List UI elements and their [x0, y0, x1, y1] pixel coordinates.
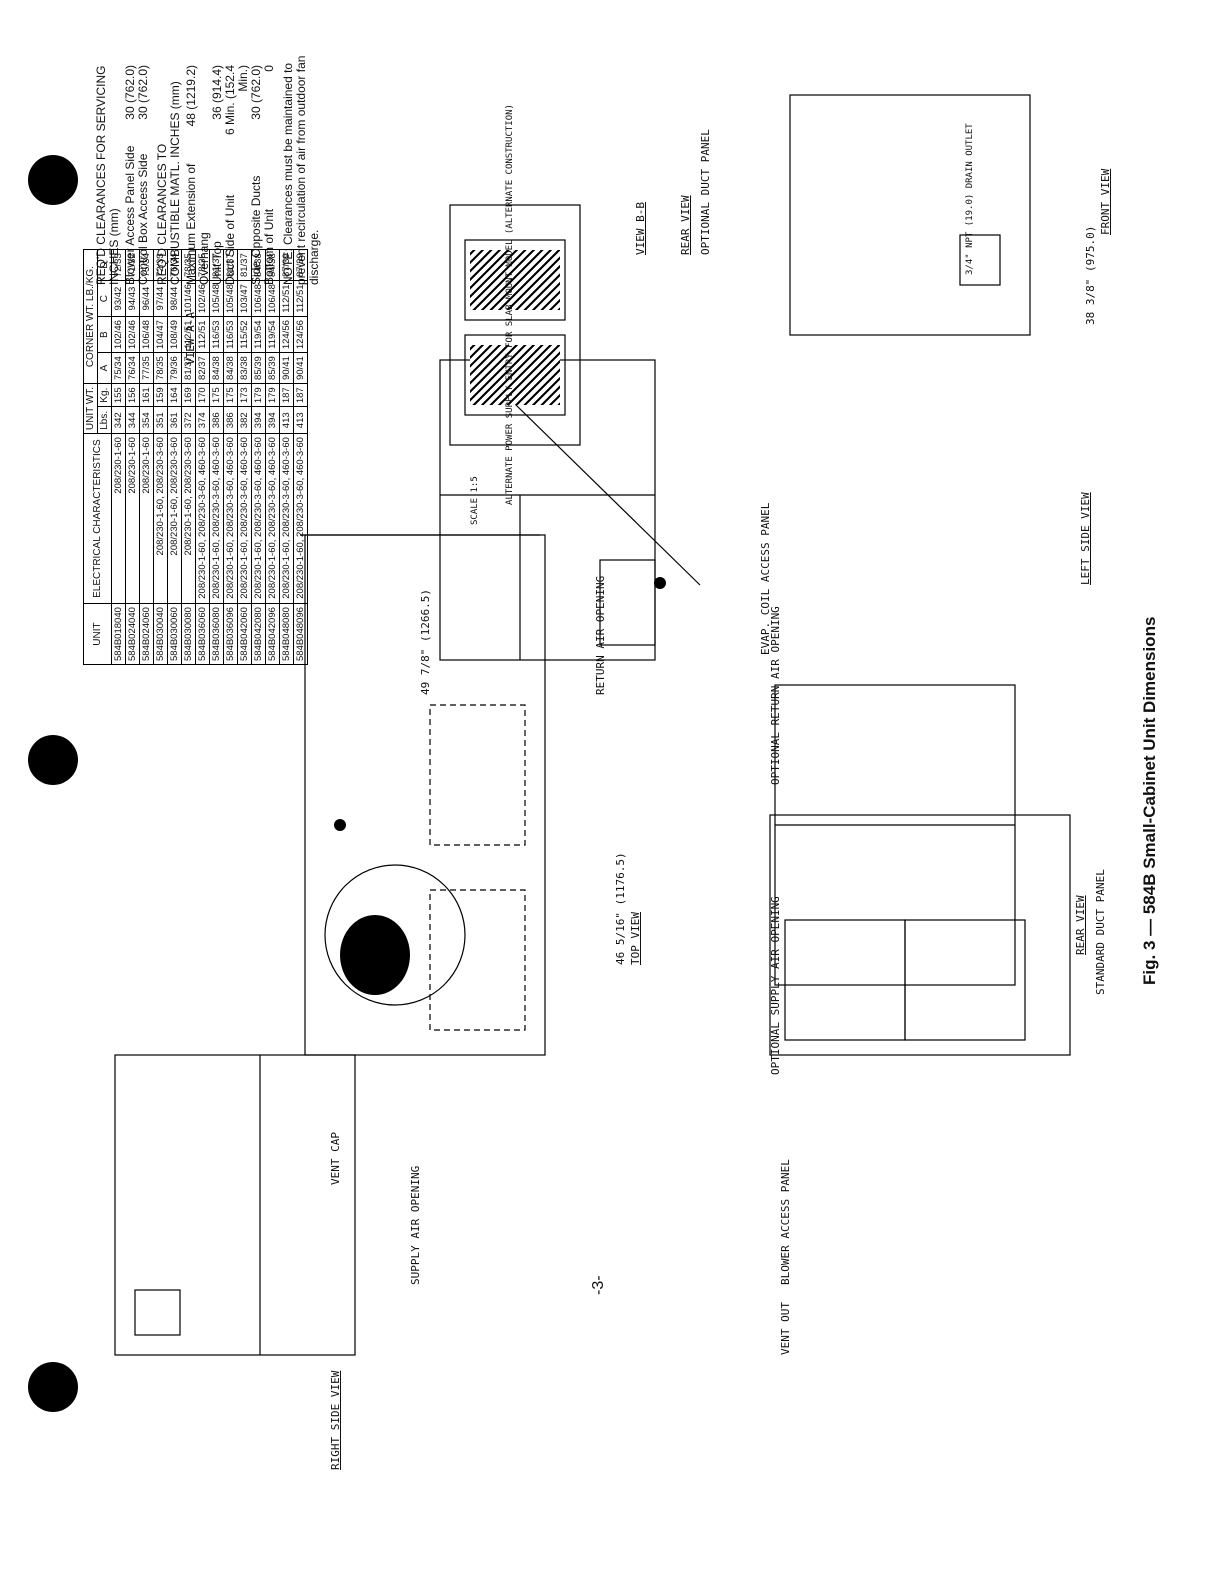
- front-view-title: FRONT VIEW: [1099, 168, 1112, 235]
- return-hatch-graphic: [470, 345, 560, 405]
- view-aa-title: VIEW A-A: [184, 312, 197, 365]
- drain-label: 3/4" NPT (19.0) DRAIN OUTLET: [965, 123, 975, 275]
- view-bb-title: VIEW B-B: [634, 202, 647, 255]
- optional-supply-label: OPTIONAL SUPPLY AIR OPENING: [769, 896, 782, 1075]
- scale-label: SCALE 1:5: [470, 476, 480, 525]
- blower-access-label: BLOWER ACCESS PANEL: [779, 1159, 792, 1285]
- page-number: -3-: [590, 1275, 607, 1295]
- binder-hole-top: [28, 155, 78, 205]
- top-view-title: TOP VIEW: [629, 912, 642, 965]
- vent-cap-label: VENT CAP: [329, 1132, 342, 1185]
- left-side-title: LEFT SIDE VIEW: [1079, 492, 1092, 585]
- binder-hole-middle: [28, 735, 78, 785]
- rear-standard-title: REAR VIEW: [1074, 895, 1087, 955]
- alt-power-label: ALTERNATE POWER SUPPLY ENTRY FOR SLAB MO…: [505, 104, 515, 505]
- figure-caption: Fig. 3 — 584B Small-Cabinet Unit Dimensi…: [1140, 616, 1159, 985]
- optional-return-label: OPTIONAL RETURN AIR OPENING: [769, 606, 782, 785]
- vent-out-label: VENT OUT: [779, 1302, 792, 1355]
- dim-overall-length: 49 7/8" (1266.5): [419, 589, 432, 695]
- fan-outlet-graphic: [340, 915, 410, 995]
- dim-front-width: 38 3/8" (975.0): [1084, 225, 1097, 325]
- supply-hatch-graphic: [470, 250, 560, 310]
- view-bb-subtitle: REAR VIEW: [679, 195, 692, 255]
- rear-standard-caption: STANDARD DUCT PANEL: [1094, 869, 1107, 995]
- view-bb-caption: OPTIONAL DUCT PANEL: [699, 129, 712, 255]
- return-air-label: RETURN AIR OPENING: [594, 575, 607, 695]
- dim-overall-width: 46 5/16" (1176.5): [614, 852, 627, 965]
- right-side-title: RIGHT SIDE VIEW: [329, 1370, 342, 1470]
- supply-air-label: SUPPLY AIR OPENING: [409, 1165, 422, 1285]
- binder-hole-bottom: [28, 1362, 78, 1412]
